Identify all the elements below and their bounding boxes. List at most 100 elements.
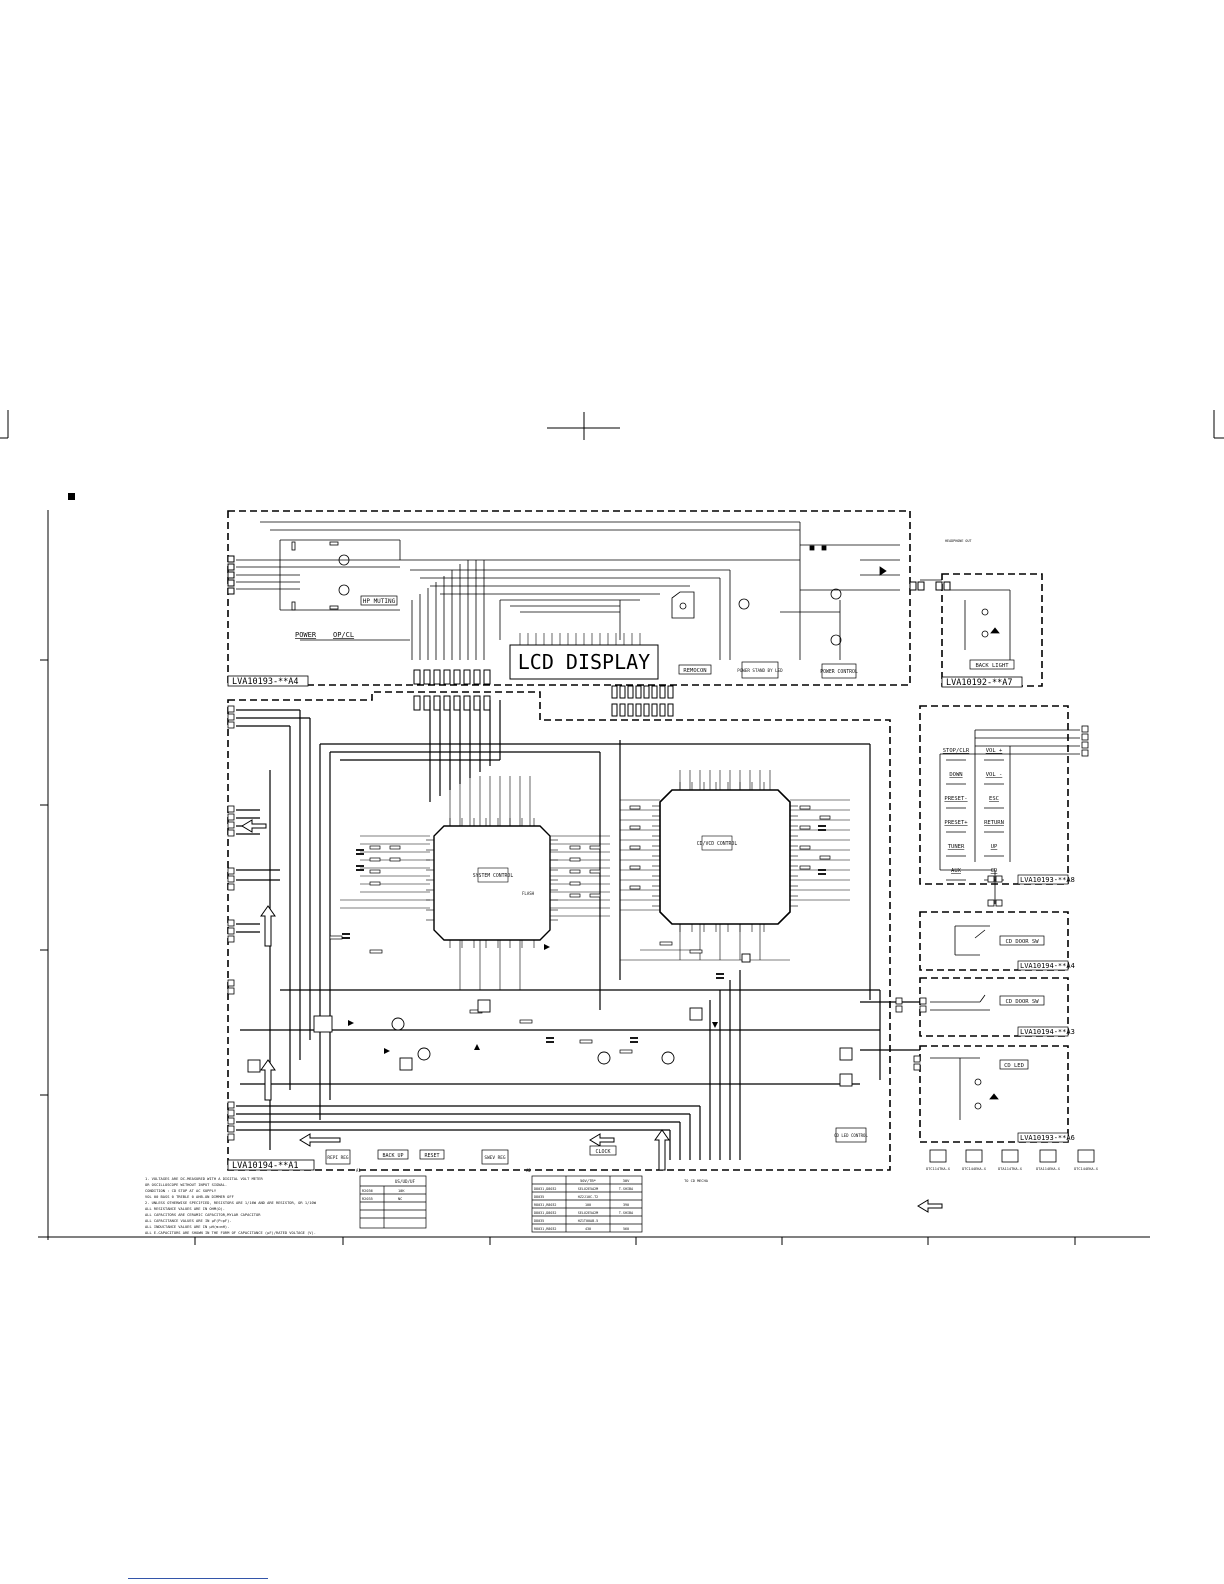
table-b-r3c1: R8031,R8032 xyxy=(534,1203,556,1207)
note-line-7: ALL CAPACITORS ARE CERAMIC CAPACITOR,MYL… xyxy=(145,1213,261,1217)
system-control-label: SYSTEM CONTROL xyxy=(473,873,514,879)
table-b-header-2: 30V xyxy=(623,1178,631,1183)
table-b-r6c2: 430 xyxy=(585,1227,591,1231)
headphone-label: HEADPHONE OUT xyxy=(945,539,972,543)
table-b-r1c2: SELU2E5A2M xyxy=(578,1187,598,1191)
key-board-id: LVA10193-**A8 xyxy=(1020,876,1075,884)
table-b: A2 50V/TB* 30V D8031,D8032 SELU2E5A2M T.… xyxy=(526,1168,643,1233)
cd-vcd-control-ic: CD/VCD CONTROL xyxy=(652,782,798,932)
key-return: RETURN xyxy=(984,820,1004,826)
passive-components xyxy=(329,805,831,1054)
key-tuner: TUNER xyxy=(948,844,965,850)
table-a-r1c1: R2036 xyxy=(362,1189,373,1193)
table-a-r2c1: R2035 xyxy=(362,1197,373,1201)
note-line-2: OR OSCILLOSCOPE WITHOUT INPUT SIGNAL. xyxy=(145,1183,227,1187)
key-stop-clr: STOP/CLR xyxy=(943,748,970,754)
key-vol-plus: VOL + xyxy=(986,748,1003,754)
table-b-r5c2: HZ1T00AB-5 xyxy=(578,1219,598,1223)
main-board-wiring xyxy=(236,700,920,1160)
transistor-type-5: DTC144EKA-X xyxy=(1074,1167,1099,1171)
key-preset-minus: PRESET- xyxy=(944,796,967,802)
transistor-type-1: DTC114TKA-X xyxy=(926,1167,951,1171)
swev-reg-label: SWEV REG xyxy=(484,1155,506,1161)
transistor-type-4: DTA114EKA-X xyxy=(1036,1167,1061,1171)
repi-reg-label: REPI REG xyxy=(327,1155,349,1161)
signal-arrows xyxy=(241,819,943,1213)
transistor-legend: DTC114TKA-X DTC144EKA-X DTA114TKA-X DTA1… xyxy=(926,1149,1099,1171)
table-b-title: A2 xyxy=(526,1168,531,1173)
cd-vcd-control-label: CD/VCD CONTROL xyxy=(697,841,738,847)
back-light-label: BACK LIGHT xyxy=(975,663,1009,669)
table-b-r6c1: R8031,R8032 xyxy=(534,1227,556,1231)
board-outlines xyxy=(227,510,1069,1171)
key-cd: CD xyxy=(991,868,998,874)
table-b-r2c2: HZ2J10C-T2 xyxy=(578,1195,598,1199)
system-control-ic: SYSTEM CONTROL FLASH xyxy=(426,818,558,948)
table-b-r4c3: T.SHIBA xyxy=(619,1211,633,1215)
table-a-r2c2: NC xyxy=(398,1197,402,1201)
footer-link-underline[interactable] xyxy=(128,1578,268,1579)
op-cl-label: OP/CL xyxy=(333,631,354,639)
hp-muting-transistors xyxy=(291,541,887,646)
back-light-board-id: LVA10192-**A7 xyxy=(946,678,1013,688)
notes-block: 1. VOLTAGES ARE DC-MEASURED WITH A DIGIT… xyxy=(145,1177,317,1235)
table-b-r5c1: D8035 xyxy=(534,1219,544,1223)
transistor-type-2: DTC144EKA-X xyxy=(962,1167,987,1171)
door-sw-1-board-id: LVA10194-**A4 xyxy=(1020,962,1075,970)
table-a-header: US/UD/UF xyxy=(395,1179,416,1184)
section-bullet xyxy=(68,493,75,500)
hp-muting-label: HP MUTING xyxy=(363,598,396,605)
key-esc: ESC xyxy=(989,796,999,802)
top-board-connectors xyxy=(227,555,951,717)
lower-diodes xyxy=(348,944,718,1054)
note-line-3: CONDITION : CD STOP AT AC SUPPLY xyxy=(145,1189,217,1193)
back-light-board: BACK LIGHT LVA10192-**A7 xyxy=(941,589,1023,688)
table-b-r1c1: D8031,D8032 xyxy=(534,1187,556,1191)
cd-led-board-id: LVA10193-**A6 xyxy=(1020,1134,1075,1142)
main-left-connectors xyxy=(227,705,235,1141)
to-cd-mecha-label: TO CD MECHA xyxy=(684,1179,709,1183)
flash-label: FLASH xyxy=(522,891,535,896)
key-up: UP xyxy=(991,844,998,850)
note-line-5: 2. UNLESS OTHERWISE SPECIFIED, RESISTORS… xyxy=(145,1201,317,1205)
remocon-label: REMOCON xyxy=(683,668,706,674)
top-board-id: LVA10193-**A4 xyxy=(232,677,299,687)
door-switch-boards: CD DOOR SW LVA10194-**A4 CD DOOR SW LVA1… xyxy=(895,925,1075,1037)
capacitors xyxy=(342,825,826,1043)
lcd-display: LCD DISPLAY xyxy=(509,633,659,680)
note-line-8: ALL CAPACITANCE VALUES ARE IN μF(P=pF). xyxy=(145,1219,232,1223)
key-vol-minus: VOL - xyxy=(986,772,1003,778)
power-control-label: POWER CONTROL xyxy=(820,669,858,675)
cd-door-sw-1-label: CD DOOR SW xyxy=(1005,939,1039,945)
key-board: STOP/CLR VOL + DOWN VOL - PRESET- ESC PR… xyxy=(939,725,1089,907)
reset-label: RESET xyxy=(424,1153,439,1159)
table-a-title: A1 xyxy=(356,1168,361,1173)
top-board-wiring xyxy=(236,521,942,660)
table-b-r3c2: 100 xyxy=(585,1203,591,1207)
note-line-6: ALL RESISTANCE VALUES ARE IN OHM(Ω). xyxy=(145,1207,225,1211)
door-sw-2-board-id: LVA10194-**A3 xyxy=(1020,1028,1075,1036)
note-line-1: 1. VOLTAGES ARE DC-MEASURED WITH A DIGIT… xyxy=(145,1177,263,1181)
power-standby-led-label: POWER STAND BY LED xyxy=(737,668,783,673)
main-board-labels: REPI REG BACK UP RESET SWEV REG CLOCK CD… xyxy=(227,1127,868,1183)
table-b-r3c3: 390 xyxy=(623,1203,629,1207)
main-board-id: LVA10194-**A1 xyxy=(232,1161,299,1171)
cd-door-sw-2-label: CD DOOR SW xyxy=(1005,999,1039,1005)
sheet-frame xyxy=(38,510,1150,1245)
table-b-r4c1: D8031,D8032 xyxy=(534,1211,556,1215)
note-line-4: VOL 00 BASS 0 TREBLE 0 AHB-ON DIMMER OFF xyxy=(145,1195,234,1199)
note-line-10: ALL E-CAPACITORS ARE SHOWN IN THE FORM O… xyxy=(145,1231,316,1235)
table-a-r1c2: 10K xyxy=(398,1189,405,1193)
table-b-r2c1: D8035 xyxy=(534,1195,544,1199)
remocon-sensor xyxy=(671,591,695,619)
ic-pin-traces xyxy=(340,770,850,990)
lower-transistors xyxy=(247,953,853,1087)
note-line-9: ALL INDUCTANCE VALUES ARE IN μH(m=mH). xyxy=(145,1225,229,1229)
power-label: POWER xyxy=(295,631,317,639)
cd-led-board: CD LED LVA10193-**A6 xyxy=(913,1055,1075,1143)
lcd-display-label: LCD DISPLAY xyxy=(518,650,650,674)
table-b-r1c3: T.SHIBA xyxy=(619,1187,633,1191)
back-up-label: BACK UP xyxy=(382,1153,403,1159)
table-b-r6c3: 560 xyxy=(623,1227,629,1231)
